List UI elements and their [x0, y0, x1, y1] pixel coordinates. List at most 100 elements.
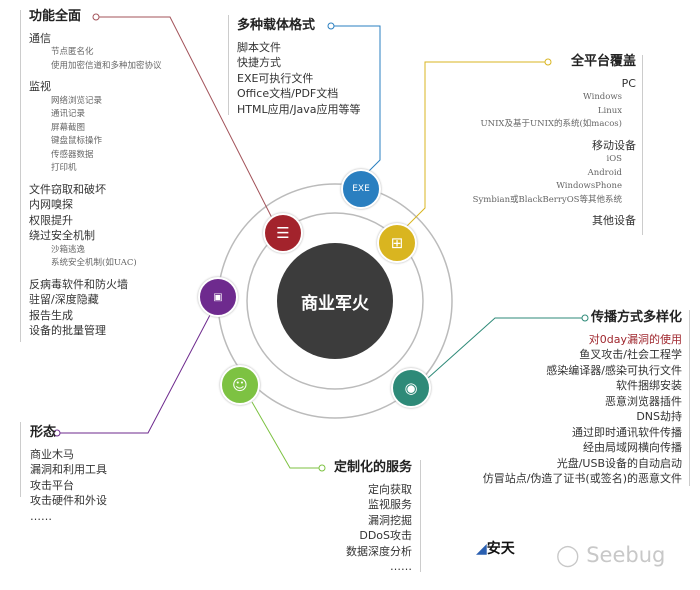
propagation-item: 感染编译器/感染可执行文件: [546, 363, 682, 377]
service-item: ……: [390, 560, 412, 573]
feature-item: 内网嗅探: [29, 198, 73, 211]
feature-item: 通信: [29, 31, 51, 45]
services-title: 定制化的服务: [333, 460, 412, 475]
propagation-item: 通过即时通讯软件传播: [572, 425, 682, 439]
services-block: 定制化的服务 定向获取 监视服务 漏洞挖掘 DDoS攻击 数据深度分析 ……: [292, 460, 412, 575]
platform-sub: Android: [587, 167, 622, 178]
propagation-dot: [581, 314, 589, 322]
feature-sub: 节点匿名化: [51, 47, 94, 57]
carrier-item: Office文档/PDF文档: [237, 87, 339, 100]
platforms-title: 全平台覆盖: [570, 54, 636, 69]
antiy-logo: ◢安天: [476, 538, 515, 558]
carriers-dot: [327, 22, 335, 30]
platforms-line: [404, 61, 545, 229]
center-node: 商业军火: [277, 243, 393, 359]
feature-sub: 沙箱逃逸: [51, 244, 86, 255]
carrier-item: 快捷方式: [237, 56, 281, 69]
form-item: 漏洞和利用工具: [30, 463, 107, 476]
feature-sub: 使用加密信道和多种加密协议: [51, 60, 162, 71]
antiy-text: 安天: [486, 541, 515, 557]
platforms-dot: [544, 58, 552, 66]
service-item: DDoS攻击: [359, 529, 412, 542]
feature-item: 监视: [29, 80, 51, 93]
wifi-icon: ◉: [391, 368, 431, 408]
features-block: 功能全面 通信 节点匿名化 使用加密信道和多种加密协议 监视 网络浏览记录 通讯…: [29, 9, 162, 339]
divider: [20, 10, 21, 342]
platforms-block: 全平台覆盖 PC Windows Linux UNIX及基于UNIX的系统(如m…: [386, 54, 636, 229]
feature-item: 驻留/深度隐藏: [29, 293, 99, 306]
forms-title: 形态: [30, 425, 57, 440]
carrier-item: HTML应用/Java应用等等: [237, 102, 361, 116]
inner-ring: [246, 212, 424, 390]
carriers-block: 多种载体格式 脚本文件 快捷方式 EXE可执行文件 Office文档/PDF文档…: [237, 18, 361, 117]
propagation-block: 传播方式多样化 对0day漏洞的使用 鱼叉攻击/社会工程学 感染编译器/感染可执…: [422, 310, 682, 487]
divider: [420, 460, 421, 572]
service-item: 数据深度分析: [346, 544, 412, 558]
form-item: ……: [30, 509, 52, 523]
feature-item: 报告生成: [29, 308, 73, 322]
service-item: 定向获取: [368, 482, 412, 496]
platform-sub: Symbian或BlackBerryOS等其他系统: [472, 194, 622, 205]
feature-item: 绕过安全机制: [29, 229, 95, 242]
propagation-item: 光盘/USB设备的自动启动: [556, 456, 682, 470]
carrier-item: EXE可执行文件: [237, 71, 314, 85]
propagation-title: 传播方式多样化: [590, 310, 682, 325]
feature-item: 反病毒软件和防火墙: [29, 277, 128, 291]
forms-block: 形态 商业木马 漏洞和利用工具 攻击平台 攻击硬件和外设 ……: [30, 425, 107, 524]
divider: [689, 310, 690, 486]
feature-item: 文件窃取和破坏: [29, 182, 106, 196]
carriers-title: 多种载体格式: [237, 18, 316, 33]
platform-sub: Windows: [583, 92, 622, 102]
services-line: [251, 401, 319, 469]
form-item: 商业木马: [30, 447, 74, 461]
propagation-item: 软件捆绑安装: [616, 379, 682, 392]
windows-icon: ⊞: [377, 223, 417, 263]
platform-item: 其他设备: [592, 214, 636, 227]
feature-sub: 网络浏览记录: [51, 95, 103, 106]
antiy-wing-icon: ◢: [476, 541, 487, 557]
feature-sub: 通讯记录: [51, 109, 86, 119]
platform-icon: ▣: [198, 277, 238, 317]
carriers-line: [334, 25, 381, 173]
list-icon: ☰: [263, 213, 303, 253]
services-dot: [318, 464, 326, 472]
divider: [642, 55, 643, 235]
feature-item: 权限提升: [29, 213, 73, 227]
propagation-item: 对0day漏洞的使用: [588, 332, 682, 346]
service-item: 漏洞挖掘: [368, 513, 412, 527]
divider: [20, 422, 21, 497]
features-dot: [92, 13, 100, 21]
form-item: 攻击平台: [30, 478, 74, 492]
features-line: [99, 16, 273, 219]
feature-item: 设备的批量管理: [29, 324, 106, 337]
forms-dot: [53, 429, 61, 437]
divider: [228, 15, 229, 115]
forms-line: [60, 314, 211, 434]
service-person-icon: ☺: [220, 365, 260, 405]
feature-sub: 键盘鼠标操作: [51, 136, 103, 146]
platform-item: PC: [621, 76, 636, 90]
service-item: 监视服务: [368, 498, 412, 511]
platform-sub: Linux: [597, 105, 622, 116]
carrier-item: 脚本文件: [237, 40, 281, 54]
propagation-item: 仿冒站点/伪造了证书(或签名)的恶意文件: [482, 472, 682, 485]
propagation-item: DNS劫持: [636, 410, 682, 423]
features-title: 功能全面: [29, 9, 82, 24]
seebug-watermark: ◯ Seebug: [556, 543, 665, 567]
platform-sub: iOS: [606, 154, 622, 164]
feature-sub: 传感器数据: [51, 149, 94, 160]
feature-sub: 屏幕截图: [51, 122, 86, 133]
propagation-item: 恶意浏览器插件: [605, 394, 682, 408]
feature-sub: 打印机: [51, 163, 77, 173]
propagation-line: [427, 317, 582, 379]
platform-item: 移动设备: [592, 138, 636, 152]
exe-file-icon: EXE: [341, 169, 381, 209]
seebug-icon: ◯: [556, 543, 580, 567]
propagation-item: 经由局域网横向传播: [583, 441, 682, 454]
seebug-text: Seebug: [586, 543, 666, 567]
form-item: 攻击硬件和外设: [30, 494, 107, 507]
propagation-item: 鱼叉攻击/社会工程学: [579, 348, 682, 361]
platform-sub: UNIX及基于UNIX的系统(如macos): [480, 119, 622, 129]
